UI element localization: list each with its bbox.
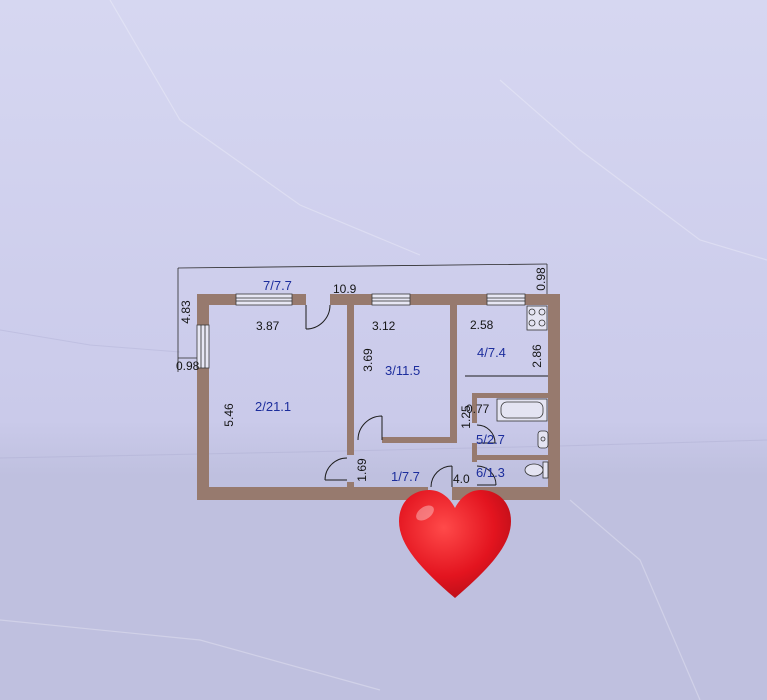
dimension-labels: 10.9 0.98 4.83 0.98 3.87 5.46 3.12 3.69 … (176, 267, 548, 486)
stove-burner (528, 308, 536, 316)
wall-bath-toilet (477, 455, 548, 460)
window-room2-top (235, 293, 293, 306)
room-label-3: 3/11.5 (385, 363, 420, 378)
outer-wall-right (548, 294, 560, 500)
toilet-icon (524, 461, 549, 479)
wall-room3-room4 (450, 305, 457, 443)
dimension-label-room2-width: 3.87 (256, 319, 280, 333)
dimension-label-overall-width: 10.9 (333, 282, 357, 296)
dimension-label-top-right: 0.98 (534, 267, 548, 291)
windows (196, 293, 526, 369)
wall-room3-bottom (382, 437, 457, 443)
dimension-label-hall-length: 4.0 (453, 472, 470, 486)
door-swing-room3 (357, 415, 383, 441)
paper-crease (0, 329, 181, 353)
dimension-label-room2-depth: 5.46 (222, 403, 236, 427)
door-swing-room2 (324, 457, 348, 481)
sink-icon (537, 430, 549, 449)
dimension-label-hall-width: 1.69 (355, 458, 369, 482)
room-label-7: 7/7.7 (263, 278, 292, 293)
wall-bath-left-lower (472, 443, 477, 462)
paper-crease (109, 0, 421, 256)
sink-drain (540, 436, 546, 442)
window-room4-top (486, 293, 526, 306)
window-room2-left (196, 324, 210, 369)
heart-icon (399, 490, 511, 598)
dimension-label-room3-width: 3.12 (372, 319, 396, 333)
room-labels: 7/7.7 2/21.1 3/11.5 4/7.4 5/2.7 6/1.3 1/… (255, 278, 506, 484)
toilet-tank (542, 461, 549, 479)
wall-room2-hall-stub (347, 482, 354, 487)
door-swing-entrance (430, 465, 453, 488)
room-label-2: 2/21.1 (255, 399, 291, 414)
room-label-4: 4/7.4 (477, 345, 506, 360)
room-label-6: 6/1.3 (476, 465, 505, 480)
dimension-label-left-height: 4.83 (179, 300, 193, 324)
dimension-label-left-offset: 0.98 (176, 359, 200, 373)
wall-bath-top (472, 393, 548, 398)
paper-crease (499, 79, 767, 261)
room-label-5: 5/2.7 (476, 432, 505, 447)
stove-burner (538, 319, 546, 327)
dimension-label-passage-width: 0.77 (466, 402, 490, 416)
dimension-label-room4-width: 2.58 (470, 318, 494, 332)
door-swing-balcony (305, 304, 331, 330)
door-swing-toilet (476, 465, 497, 486)
dimension-lines (177, 263, 548, 372)
dimension-label-passage-length: 1.25 (459, 405, 473, 429)
top-dimension-line (177, 263, 548, 269)
stove-icon (526, 305, 548, 331)
outer-wall-bottom-left (197, 487, 428, 500)
outer-wall-top-right (330, 294, 560, 305)
paper-crease (0, 439, 767, 459)
doors (305, 304, 497, 488)
stove-burner (528, 319, 536, 327)
dimension-label-room4-depth: 2.86 (530, 344, 544, 368)
bathtub-icon (496, 398, 548, 422)
paper-crease (569, 499, 701, 700)
dimension-label-room3-depth: 3.69 (361, 348, 375, 372)
heart-highlight (416, 505, 434, 521)
bathtub-inner (500, 401, 544, 419)
paper-crease (0, 619, 381, 691)
stove-burner (538, 308, 546, 316)
heart-shape (399, 490, 511, 598)
room-label-1: 1/7.7 (391, 469, 420, 484)
wall-room2-room3 (347, 305, 354, 455)
wall-bath-left-upper (472, 393, 477, 423)
window-room3-top (371, 293, 411, 306)
door-swing-bathroom (476, 424, 496, 444)
toilet-bowl (524, 463, 544, 477)
